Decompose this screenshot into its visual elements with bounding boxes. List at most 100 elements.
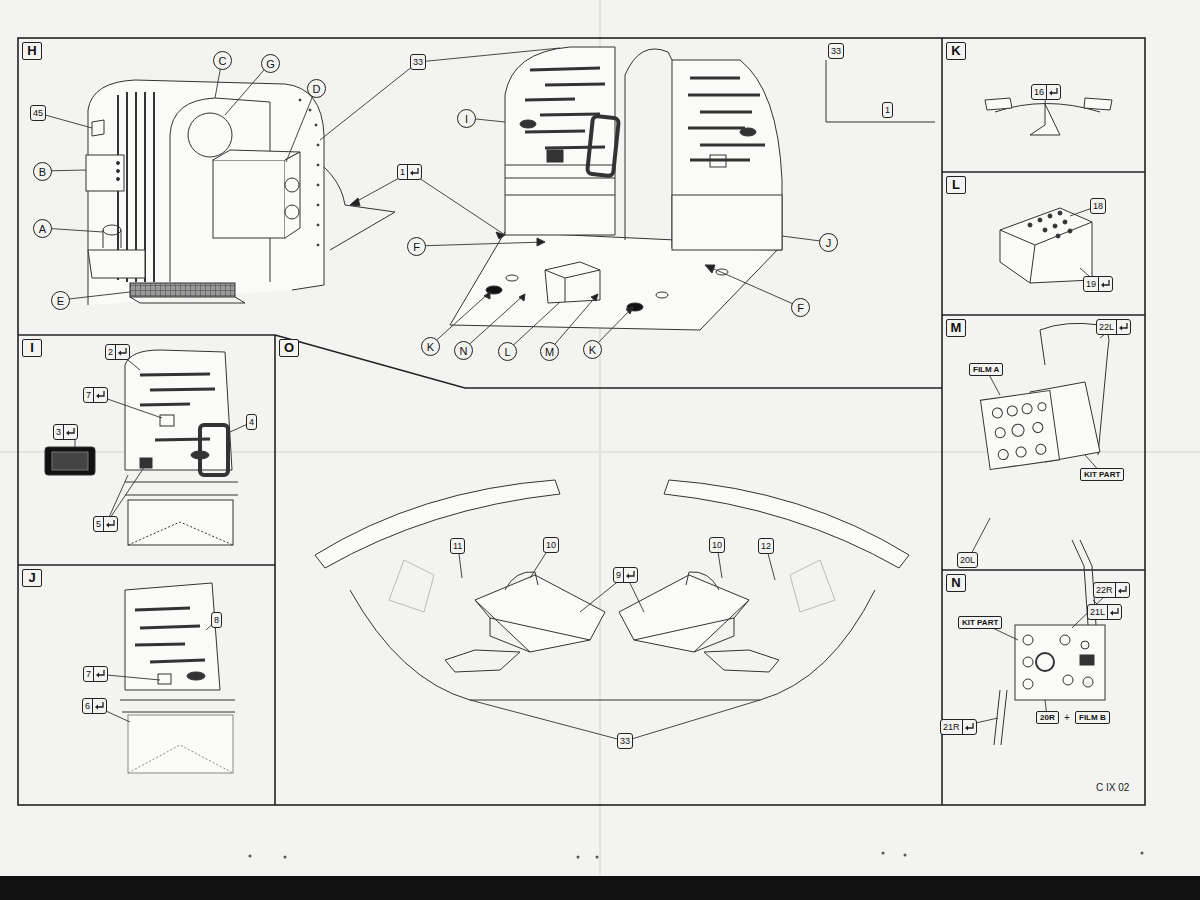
fold-icon — [93, 388, 107, 402]
fold-step-number: 7 — [83, 387, 108, 403]
drawing-stroke — [1080, 655, 1094, 665]
drawing-stroke — [941, 38, 943, 805]
drawing-stroke — [505, 572, 538, 590]
drawing-stroke — [128, 500, 233, 545]
fold-arrowhead — [410, 171, 413, 176]
drawing-stroke — [18, 38, 1145, 805]
arrowheads — [350, 198, 715, 314]
callout-text: 1 — [885, 105, 890, 115]
drawing-stroke — [998, 449, 1009, 460]
drawing-stroke — [128, 522, 233, 545]
fold-icon — [407, 165, 421, 179]
drawing-stroke — [117, 162, 120, 181]
drawing-stroke — [1043, 228, 1047, 232]
drawing-stroke — [1036, 653, 1054, 671]
drawing-stroke — [1037, 402, 1046, 411]
callout-text: 7 — [84, 669, 93, 679]
fold-arrowhead — [95, 705, 98, 710]
drawing-stroke — [1063, 675, 1073, 685]
drawing-stroke — [505, 165, 615, 195]
drawing-stroke — [985, 98, 1012, 110]
callout-number: 4 — [246, 414, 257, 430]
drawing-stroke — [995, 427, 1006, 438]
drawing-stroke — [1038, 218, 1042, 222]
drawing-stroke — [496, 232, 505, 239]
drawing-stroke — [1015, 446, 1026, 457]
drawing-stroke — [350, 590, 875, 700]
callout-letter: K — [421, 337, 440, 356]
drawing-stroke — [690, 77, 740, 80]
callout-letter: M — [540, 342, 559, 361]
panel-letter: H — [22, 42, 42, 60]
panel-letter: N — [946, 574, 966, 592]
drawing-stroke — [188, 113, 232, 157]
drawing-stroke — [1007, 405, 1018, 416]
drawing-stroke — [705, 265, 715, 273]
fold-icon — [1046, 85, 1060, 99]
fold-icon — [1098, 277, 1112, 291]
drawing-stroke — [1084, 98, 1112, 110]
drawing-stroke — [140, 458, 152, 468]
drawing-stroke — [1068, 229, 1072, 233]
drawing-stroke — [525, 99, 575, 100]
fold-icon — [92, 699, 106, 713]
drawing-stroke — [980, 390, 1059, 469]
fold-icon — [1107, 605, 1121, 619]
drawing-stroke — [350, 198, 360, 206]
drawing-stroke — [160, 415, 174, 426]
callout-text: 5 — [94, 519, 103, 529]
drawing-stroke — [45, 447, 95, 475]
drawing-stroke — [1028, 211, 1072, 238]
drawing-stroke — [128, 715, 233, 773]
drawing-stroke — [88, 80, 324, 305]
drawing-stroke — [309, 109, 311, 111]
callout-number: 8 — [211, 612, 222, 628]
drawing-stroke — [135, 608, 205, 662]
fold-arrowhead — [96, 394, 99, 399]
drawing-stroke — [634, 600, 749, 652]
callout-letter: L — [498, 342, 517, 361]
panel-region: O11109101233 — [275, 335, 942, 805]
fold-arrowhead — [1049, 91, 1052, 96]
drawing-stroke — [320, 62, 418, 140]
drawing-stroke — [619, 575, 749, 652]
callout-text: 33 — [413, 57, 423, 67]
drawing-stroke — [688, 94, 760, 97]
drawing-stroke — [790, 560, 835, 612]
sheet-code: C IX 02 — [1095, 782, 1130, 793]
fold-icon — [63, 425, 77, 439]
fold-arrowhead — [965, 726, 968, 731]
panel-region: M22LFILM AKIT PART20L21L — [942, 315, 1145, 570]
drawing-stroke — [1063, 220, 1067, 224]
callout-text: 45 — [33, 108, 43, 118]
panel-region: K16 — [942, 38, 1145, 172]
drawing-stroke — [1023, 657, 1033, 667]
callout-letter: J — [819, 233, 838, 252]
drawing-stroke — [690, 159, 750, 162]
fold-arrowhead — [1118, 589, 1121, 594]
callout-text: A — [39, 223, 46, 235]
panel-letter: I — [22, 339, 42, 357]
part-tag: KIT PART — [958, 616, 1002, 629]
callout-text: 16 — [1032, 87, 1046, 97]
drawing-stroke — [470, 700, 625, 741]
drawing-stroke — [1021, 403, 1032, 414]
drawing-stroke — [577, 856, 580, 859]
drawing-stroke — [1000, 222, 1092, 283]
callout-text: 12 — [761, 541, 771, 551]
drawing-stroke — [525, 131, 585, 132]
drawing-stroke — [418, 48, 560, 62]
fold-step-number: 22R — [1093, 582, 1130, 598]
panel-letter: M — [946, 319, 966, 337]
fold-step-number: 21L — [1087, 604, 1122, 620]
panel-region: N22RKIT PART20RFILM B21R — [942, 570, 1145, 805]
drawing-stroke — [980, 390, 1059, 469]
drawing-stroke — [525, 68, 765, 160]
callout-text: FILM B — [1079, 713, 1106, 722]
callout-text: 22L — [1097, 322, 1116, 332]
drawing-stroke — [389, 560, 434, 612]
callout-number: 33 — [828, 43, 844, 59]
callout-text: 9 — [614, 570, 623, 580]
callout-text: 18 — [1093, 201, 1103, 211]
drawing-stroke — [626, 307, 633, 314]
